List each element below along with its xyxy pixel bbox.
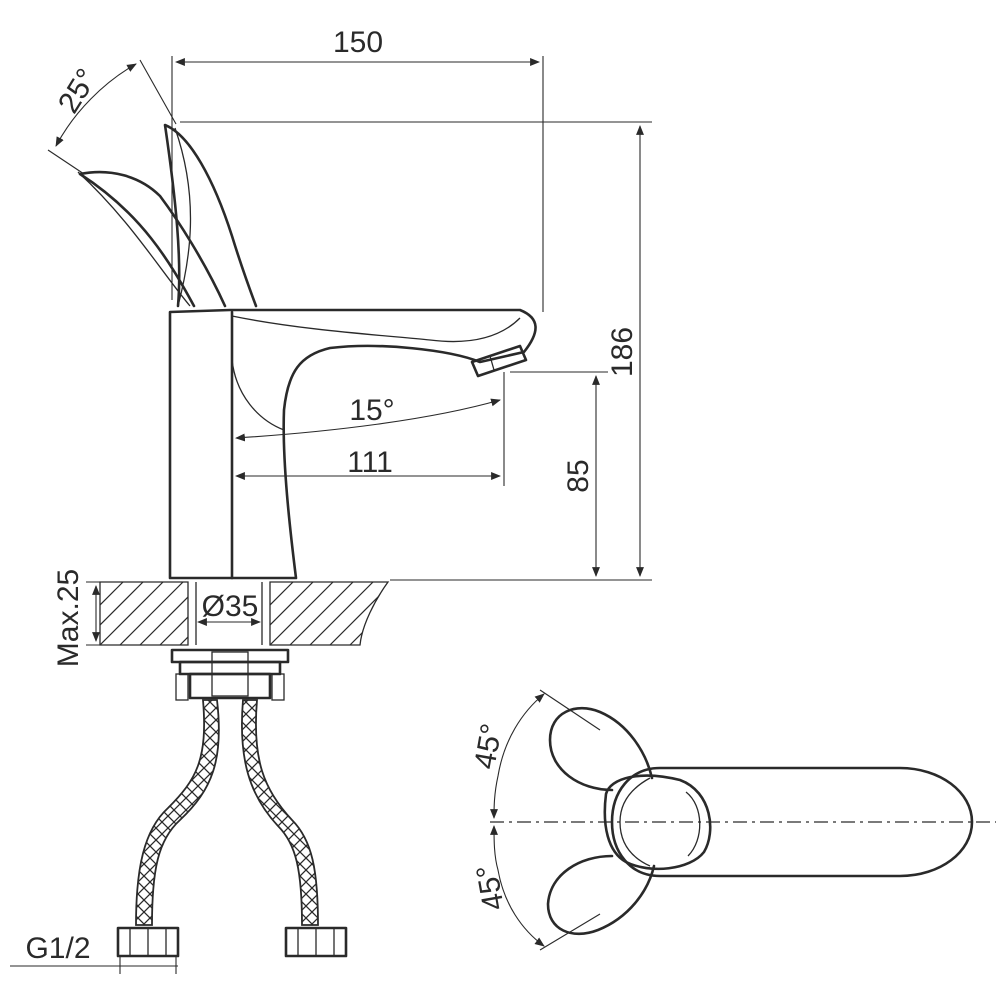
- dim-rotate-45-up: 45°: [468, 689, 601, 819]
- dim-max-25: Max.25: [52, 569, 104, 667]
- mounting-nut: [170, 648, 290, 701]
- label-25deg: 25°: [52, 63, 104, 119]
- dim-width-150: 150: [171, 26, 544, 312]
- flexible-hoses: [135, 699, 319, 926]
- dim-height-85: 85: [510, 371, 608, 577]
- label-85: 85: [562, 459, 595, 492]
- label-111: 111: [347, 446, 393, 479]
- dim-thread: G1/2: [10, 932, 178, 974]
- label-45-up: 45°: [468, 721, 508, 771]
- label-g12: G1/2: [25, 932, 90, 965]
- dim-rotate-45-down: 45°: [470, 825, 601, 951]
- lever-handle: [77, 123, 258, 308]
- dim-height-186: 186: [180, 121, 652, 581]
- dim-angle-25: 25°: [47, 59, 177, 175]
- label-d35: Ø35: [202, 590, 259, 623]
- aerator: [470, 344, 528, 378]
- label-max25: Max.25: [52, 569, 85, 667]
- top-view: [490, 707, 996, 936]
- dim-reach-111: 111: [235, 372, 505, 486]
- label-45-down: 45°: [470, 862, 510, 912]
- faucet-body: [168, 308, 537, 580]
- dim-angle-15: 15°: [235, 394, 501, 442]
- label-186: 186: [606, 327, 639, 377]
- label-150: 150: [333, 26, 383, 59]
- dim-hole-35: Ø35: [197, 590, 261, 626]
- label-15deg: 15°: [349, 394, 394, 427]
- hose-fittings: [116, 926, 348, 958]
